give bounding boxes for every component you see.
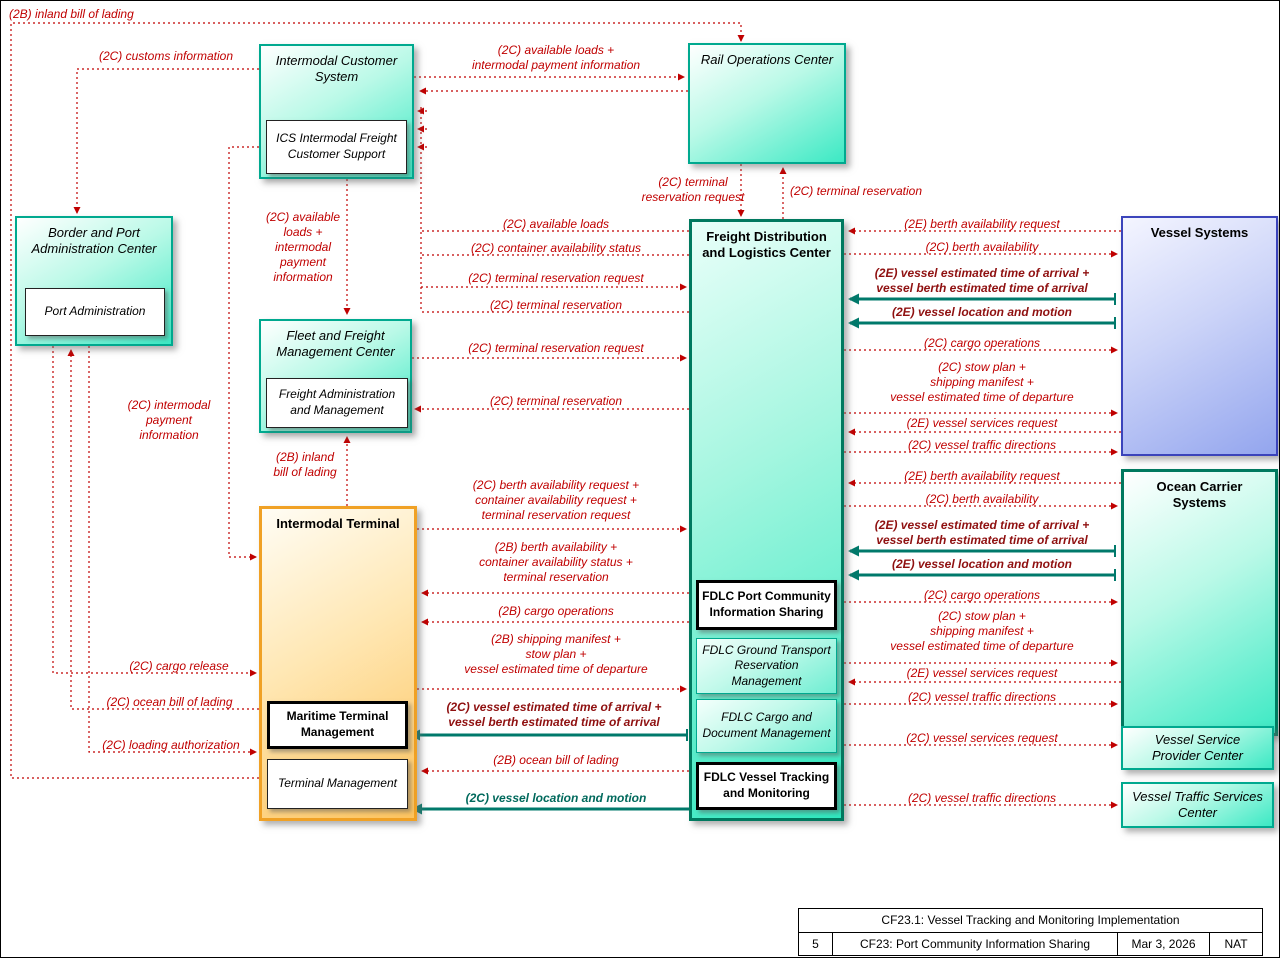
flow-label-vessel-location-motion-terminal: (2C) vessel location and motion xyxy=(465,791,647,805)
intermodal-terminal-title: Intermodal Terminal xyxy=(276,516,400,531)
flow-label-berth-availability-ocs: (2C) berth availability xyxy=(925,492,1039,506)
flow-label-vessel-services-request-vs: (2E) vessel services request xyxy=(906,416,1058,430)
flow-label-vessel-eta-berth-eta-terminal: (2C) vessel estimated time of arrival + … xyxy=(446,700,662,729)
flow-label-vessel-eta-berth-eta-vs: (2E) vessel estimated time of arrival + … xyxy=(874,266,1090,295)
freight-admin-subbox: Freight Administration and Management xyxy=(266,378,408,428)
flow-label-stowplan-manifest-etd-ocs: (2C) stow plan + shipping manifest + ves… xyxy=(890,609,1074,653)
flow-label-vessel-eta-berth-eta-ocs: (2E) vessel estimated time of arrival + … xyxy=(874,518,1090,547)
flow-label-stowplan-manifest-etd-vs: (2C) stow plan + shipping manifest + ves… xyxy=(890,360,1074,404)
port-administration-label: Port Administration xyxy=(44,304,146,319)
maritime-terminal-management-subbox: Maritime Terminal Management xyxy=(267,701,408,749)
flow-label-intermodal-payment-information: (2C) intermodal payment information xyxy=(127,398,211,442)
intermodal-customer-system-box: Intermodal Customer System ICS Intermoda… xyxy=(259,44,414,179)
flow-label-ocean-bol-terminal: (2B) ocean bill of lading xyxy=(493,753,619,767)
flow-label-ocean-bol-border: (2C) ocean bill of lading xyxy=(106,695,233,709)
ocean-carrier-systems-title: Ocean Carrier Systems xyxy=(1156,479,1243,511)
intermodal-terminal-box: Intermodal Terminal Maritime Terminal Ma… xyxy=(259,506,417,821)
fleet-freight-management-title: Fleet and Freight Management Center xyxy=(276,328,395,360)
flow-label-vessel-location-motion-vs: (2E) vessel location and motion xyxy=(891,305,1073,319)
vessel-service-provider-title: Vessel Service Provider Center xyxy=(1151,731,1244,763)
flow-label-terminal-reservation-request-ics: (2C) terminal reservation request xyxy=(468,271,644,285)
flow-label-inland-bol-top: (2B) inland bill of lading xyxy=(9,7,134,21)
flow-label-berth-container-terminal-response: (2B) berth availability + container avai… xyxy=(479,540,633,584)
vessel-service-provider-box: Vessel Service Provider Center xyxy=(1121,726,1274,770)
title-block-date: Mar 3, 2026 xyxy=(1118,932,1210,955)
flow-label-vessel-services-request-vspc: (2C) vessel services request xyxy=(906,731,1058,745)
fleet-freight-management-box: Fleet and Freight Management Center Frei… xyxy=(259,319,412,433)
vessel-systems-box: Vessel Systems xyxy=(1121,216,1278,456)
border-port-admin-box: Border and Port Administration Center Po… xyxy=(15,216,173,346)
flow-label-customs-information: (2C) customs information xyxy=(98,49,234,63)
flow-label-manifest-stowplan-etd-terminal: (2B) shipping manifest + stow plan + ves… xyxy=(464,632,648,676)
freight-admin-label: Freight Administration and Management xyxy=(278,387,396,417)
fdlc-ground-transport-label: FDLC Ground Transport Reservation Manage… xyxy=(702,642,831,688)
fdlc-port-community-label: FDLC Port Community Information Sharing xyxy=(702,589,831,619)
fdlc-vessel-tracking-subbox: FDLC Vessel Tracking and Monitoring xyxy=(696,762,837,810)
title-block: CF23.1: Vessel Tracking and Monitoring I… xyxy=(798,908,1263,956)
vessel-traffic-services-box: Vessel Traffic Services Center xyxy=(1121,782,1274,828)
title-block-row: 5 CF23: Port Community Information Shari… xyxy=(799,932,1262,955)
ics-customer-support-subbox: ICS Intermodal Freight Customer Support xyxy=(266,120,407,174)
vessel-traffic-services-title: Vessel Traffic Services Center xyxy=(1132,788,1263,820)
flow-label-berth-container-terminal-request: (2C) berth availability request + contai… xyxy=(472,478,640,522)
ics-customer-support-label: ICS Intermodal Freight Customer Support xyxy=(276,131,397,161)
flow-label-cargo-operations-ocs: (2C) cargo operations xyxy=(923,588,1041,602)
title-block-page-number: 5 xyxy=(799,932,833,955)
flow-label-berth-availability-request-vs: (2E) berth availability request xyxy=(904,217,1060,231)
title-block-author: NAT xyxy=(1224,936,1248,951)
flow-label-terminal-reservation-ics: (2C) terminal reservation xyxy=(489,298,623,312)
fdlc-port-community-subbox: FDLC Port Community Information Sharing xyxy=(696,580,837,630)
rail-operations-center-title: Rail Operations Center xyxy=(700,52,834,67)
flow-label-loading-authorization: (2C) loading authorization xyxy=(102,738,240,752)
port-administration-subbox: Port Administration xyxy=(25,288,165,336)
title-block-title: CF23.1: Vessel Tracking and Monitoring I… xyxy=(799,909,1262,933)
ocean-carrier-systems-box: Ocean Carrier Systems xyxy=(1121,469,1278,736)
flow-label-vessel-traffic-directions-vs: (2C) vessel traffic directions xyxy=(907,438,1057,452)
flow-label-vessel-location-motion-ocs: (2E) vessel location and motion xyxy=(891,557,1073,571)
flow-label-terminal-reservation-request-fleet: (2C) terminal reservation request xyxy=(468,341,644,355)
flow-label-cargo-release: (2C) cargo release xyxy=(129,659,229,673)
flow-label-available-loads-ics: (2C) available loads xyxy=(502,217,610,231)
maritime-terminal-management-label: Maritime Terminal Management xyxy=(286,709,389,739)
fdlc-ground-transport-subbox: FDLC Ground Transport Reservation Manage… xyxy=(696,638,837,694)
flow-label-cargo-operations-terminal: (2B) cargo operations xyxy=(498,604,614,618)
fdlc-box: Freight Distribution and Logistics Cente… xyxy=(689,219,844,821)
terminal-management-label: Terminal Management xyxy=(278,776,397,791)
flow-label-berth-availability-vs: (2C) berth availability xyxy=(925,240,1039,254)
rail-operations-center-box: Rail Operations Center xyxy=(688,43,846,164)
flow-label-inland-bol-fleet: (2B) inland bill of lading xyxy=(273,450,337,479)
flow-label-terminal-reservation-fleet: (2C) terminal reservation xyxy=(489,394,623,408)
flow-label-available-loads-payment-vertical: (2C) available loads + intermodal paymen… xyxy=(265,210,341,284)
fdlc-cargo-document-subbox: FDLC Cargo and Document Management xyxy=(696,699,837,753)
flow-label-available-loads-payment-top: (2C) available loads + intermodal paymen… xyxy=(471,43,641,72)
flow-label-cargo-operations-vs: (2C) cargo operations xyxy=(923,336,1041,350)
fdlc-cargo-document-label: FDLC Cargo and Document Management xyxy=(702,710,831,740)
fdlc-title: Freight Distribution and Logistics Cente… xyxy=(702,229,831,261)
fdlc-vessel-tracking-label: FDLC Vessel Tracking and Monitoring xyxy=(703,770,830,800)
flow-label-vessel-traffic-directions-ocs: (2C) vessel traffic directions xyxy=(907,690,1057,704)
flow-label-terminal-reservation-request-rail: (2C) terminal reservation request xyxy=(641,175,745,204)
vessel-systems-title: Vessel Systems xyxy=(1150,225,1249,240)
title-block-subtitle: CF23: Port Community Information Sharing xyxy=(833,932,1118,955)
terminal-management-subbox: Terminal Management xyxy=(267,759,408,809)
flow-label-terminal-reservation-rail: (2C) terminal reservation xyxy=(789,184,923,198)
border-port-admin-title: Border and Port Administration Center xyxy=(31,225,157,257)
flow-label-vessel-services-request-ocs: (2E) vessel services request xyxy=(906,666,1058,680)
flow-label-container-availability-status: (2C) container availability status xyxy=(470,241,642,255)
flow-label-berth-availability-request-ocs: (2E) berth availability request xyxy=(904,469,1060,483)
flow-label-vessel-traffic-directions-vtsc: (2C) vessel traffic directions xyxy=(907,791,1057,805)
intermodal-customer-system-title: Intermodal Customer System xyxy=(275,53,398,85)
